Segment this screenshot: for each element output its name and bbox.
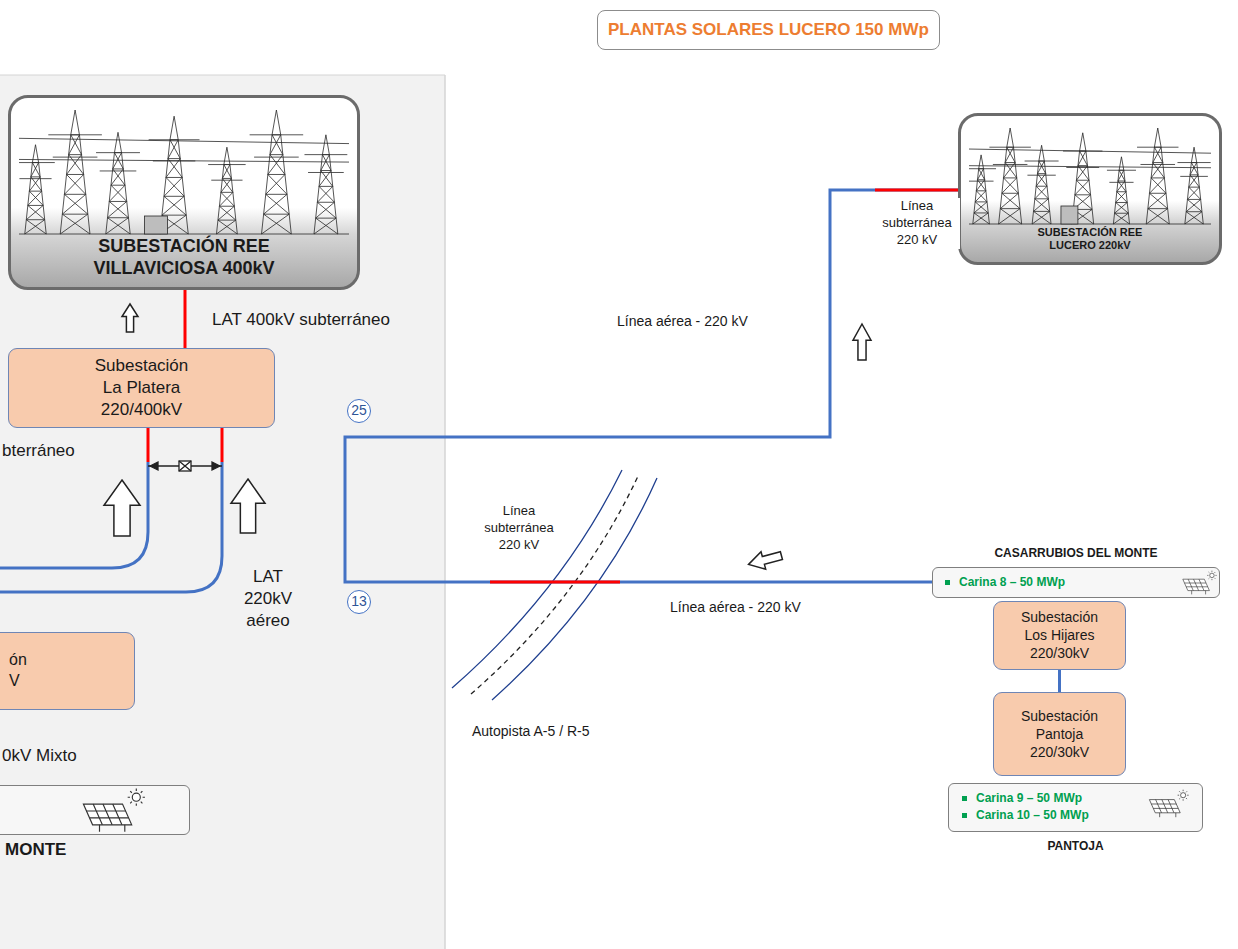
disconnector-symbol (148, 461, 222, 471)
panel-border (0, 75, 445, 76)
solar-panel-icon (83, 789, 145, 832)
solar-panel-icon (41, 788, 181, 834)
pylon-lattice (19, 110, 349, 234)
line-label: LAT 400kV subterráneo (212, 309, 390, 331)
pylon-lattice (969, 128, 1211, 224)
flow-arrow (231, 479, 265, 533)
bullet-mark (962, 796, 967, 801)
plant-capacity: Carina 10 – 50 MWp (976, 807, 1192, 824)
solar-panel-icon (1179, 570, 1217, 596)
transformer-symbol (1061, 206, 1078, 224)
power-line (345, 190, 958, 582)
bullet-mark (945, 580, 950, 585)
substation-box: Subestación Pantoja 220/30kV (993, 692, 1126, 776)
solar-panel-icon (1183, 571, 1217, 595)
substation-name: SUBESTACIÓN REE VILLAVICIOSA 400kV (64, 236, 304, 279)
solar-plant-box: CASARRUBIOS DEL MONTECarina 8 – 50 MWp (932, 567, 1220, 598)
substation-illustration (19, 104, 349, 236)
lat-220kv-line (0, 462, 148, 568)
solar-panel-icon (1149, 790, 1188, 818)
substation-illustration (969, 122, 1211, 226)
flow-arrow (122, 304, 138, 332)
panel-border (444, 75, 446, 949)
substation-box: Subestación Los Hijares 220/30kV (993, 601, 1126, 670)
substation-box: SUBESTACIÓN REE LUCERO 220kV (958, 113, 1222, 265)
diagram-title: PLANTAS SOLARES LUCERO 150 MWp (608, 20, 929, 40)
substation-name: SUBESTACIÓN REE LUCERO 220kV (1025, 226, 1155, 252)
power-line (184, 290, 187, 348)
substation-label: Subestación Pantoja 220/30kV (1012, 707, 1107, 762)
substation-label: Subestación Los Hijares 220/30kV (1012, 608, 1107, 663)
bullet-mark (962, 813, 967, 818)
plant-capacity: Carina 9 – 50 MWp (976, 790, 1192, 807)
substation-label: ón V (9, 650, 33, 692)
line-label: Línea subterránea 220 kV (874, 198, 960, 249)
solar-plant-box: MONTE (0, 785, 190, 835)
line-label: LAT 220kV aéreo (236, 566, 300, 632)
plant-capacity: Carina 8 – 50 MWp (959, 574, 1209, 591)
substation-box: Subestación La Platera 220/400kV (8, 348, 275, 428)
power-line (1058, 670, 1061, 692)
line-label: Línea aérea - 220 kV (668, 598, 803, 616)
underground-segment (490, 581, 620, 584)
underground-segment (875, 189, 958, 192)
line-label: Línea aérea - 220 kV (615, 312, 750, 330)
line-label: 0kV Mixto (2, 745, 77, 767)
plant-location: CASARRUBIOS DEL MONTE (933, 546, 1219, 560)
line-label: bterráneo (2, 440, 75, 462)
substation-box: SUBESTACIÓN REE VILLAVICIOSA 400kV (8, 95, 360, 290)
callout-number: 25 (347, 399, 371, 423)
plant-location: MONTE (5, 840, 66, 860)
substation-label: Subestación La Platera 220/400kV (87, 355, 197, 421)
solar-plant-box: Carina 9 – 50 MWpCarina 10 – 50 MWpPANTO… (948, 783, 1203, 832)
motorway-symbol (452, 470, 657, 700)
flow-arrow (746, 547, 784, 573)
plant-location: PANTOJA (949, 839, 1202, 853)
transformer-symbol (144, 216, 167, 234)
substation-box: ón V (0, 632, 135, 710)
title-box: PLANTAS SOLARES LUCERO 150 MWp (597, 10, 940, 50)
line-label: Línea subterránea 220 kV (474, 503, 564, 554)
callout-number: 13 (347, 590, 371, 614)
line-label: Autopista A-5 / R-5 (470, 722, 592, 740)
flow-arrow (104, 480, 140, 536)
lat-220kv-line (0, 462, 222, 592)
flow-arrow (853, 324, 871, 360)
solar-panel-icon (1145, 788, 1189, 820)
